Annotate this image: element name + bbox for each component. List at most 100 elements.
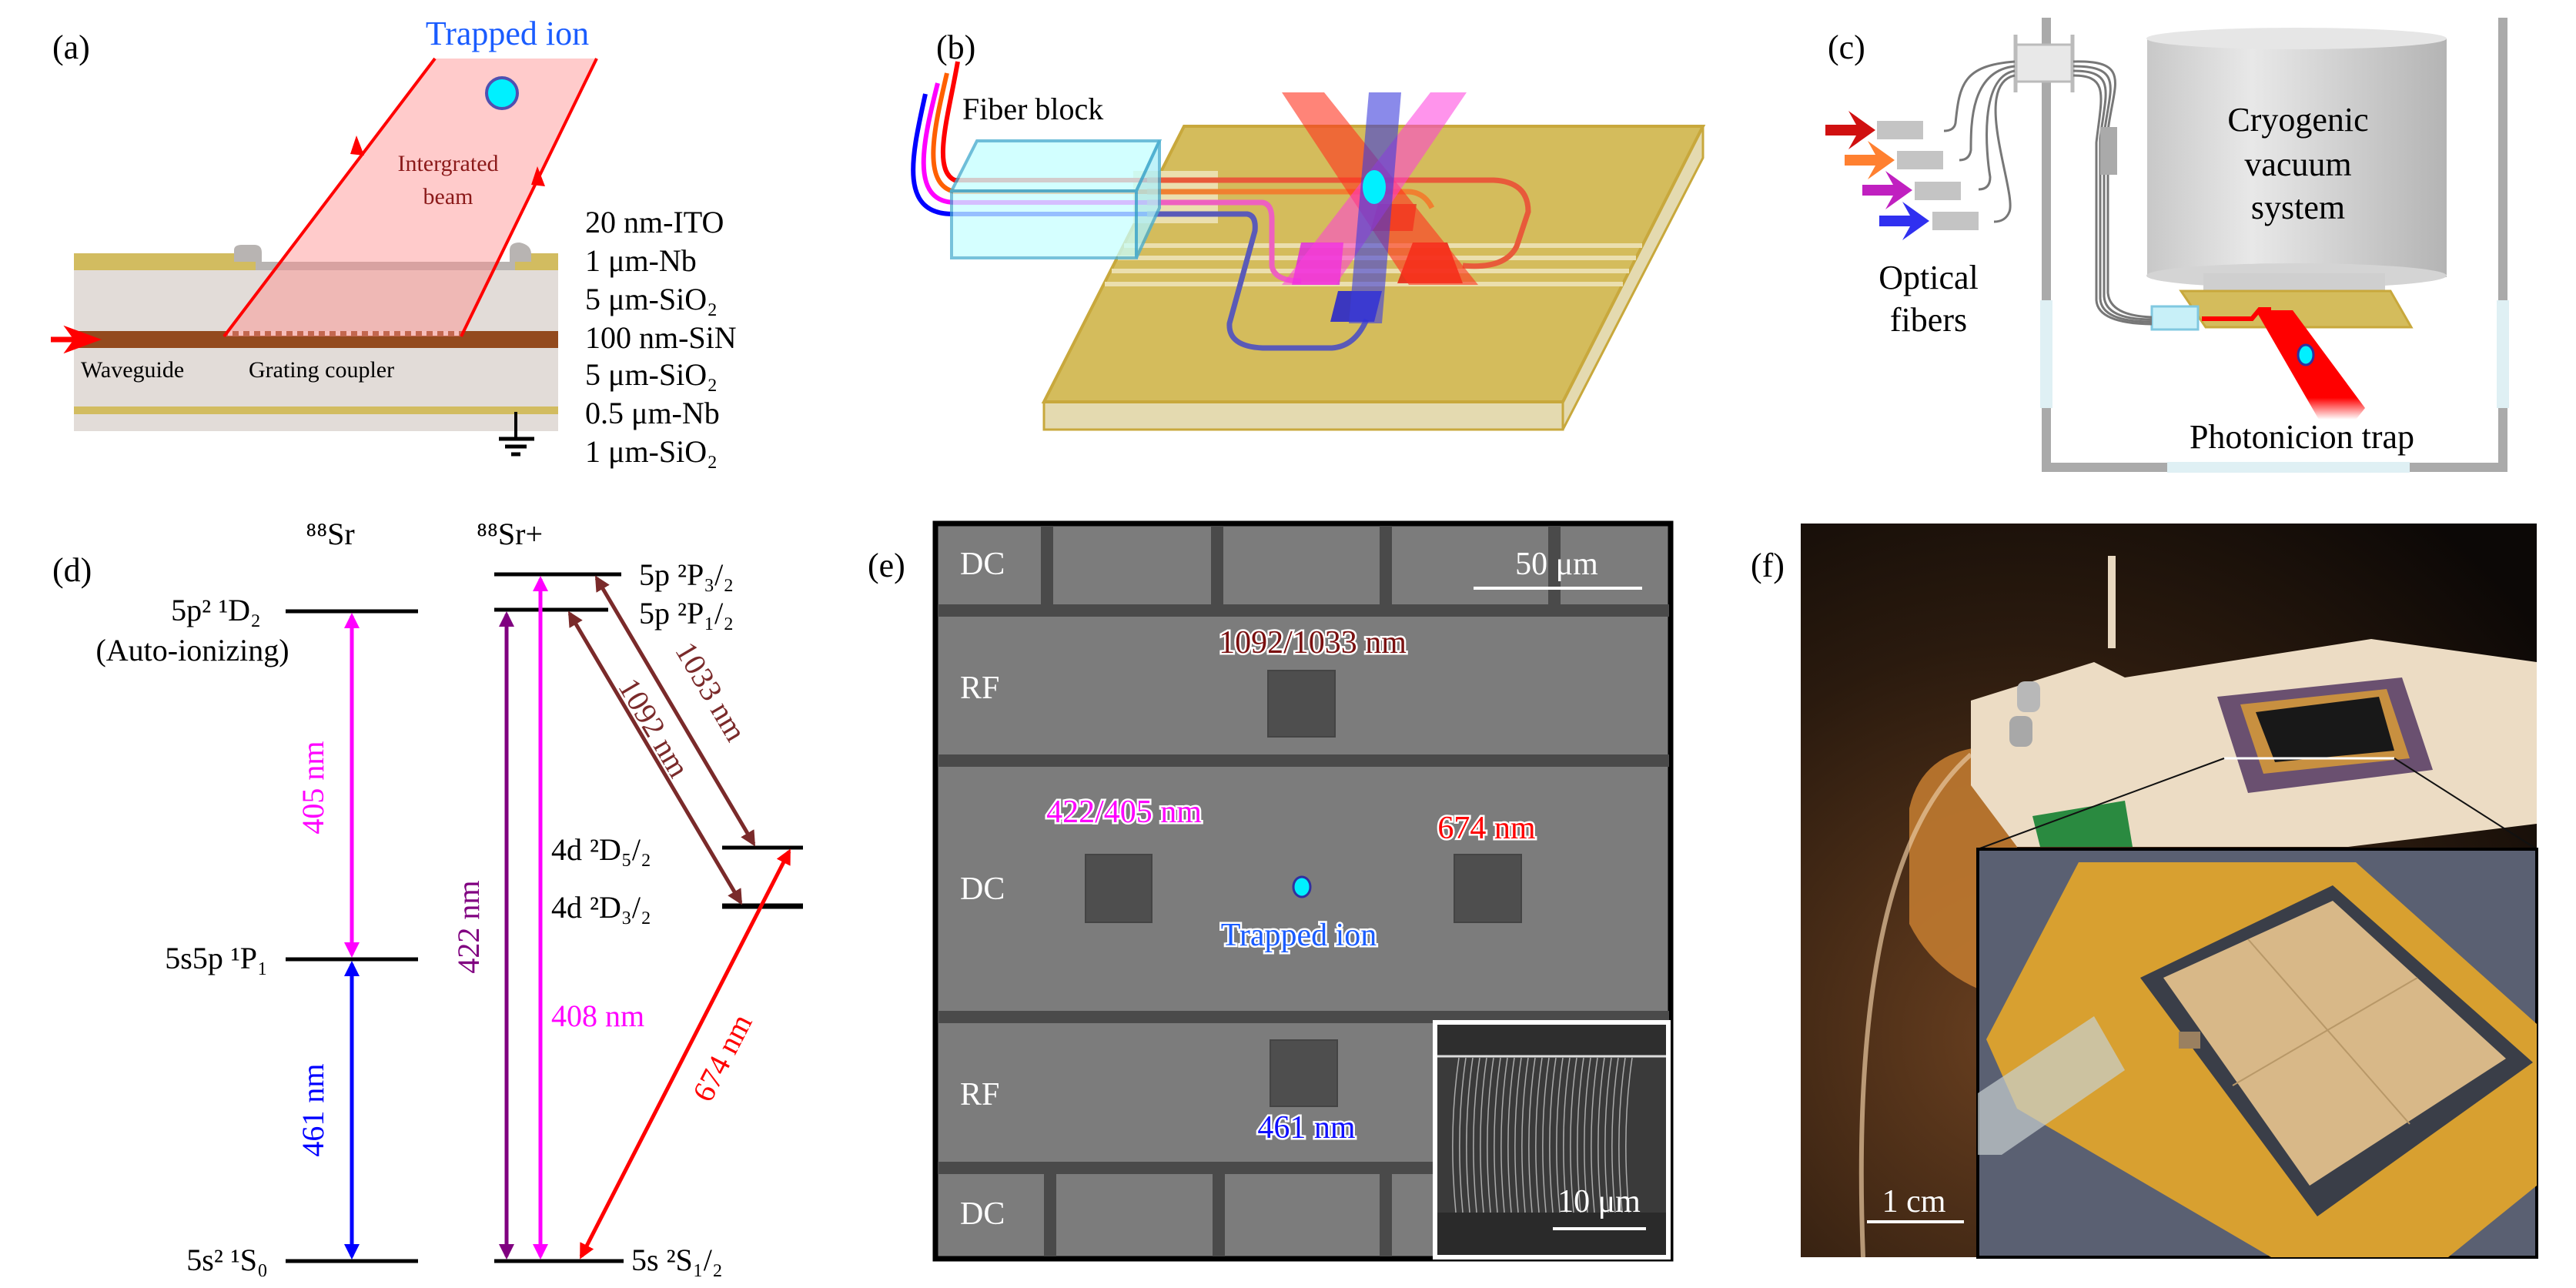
label-461: 461 nm	[296, 1063, 330, 1156]
grating-tooth	[293, 331, 297, 336]
cryogenic-chamber	[2146, 28, 2447, 290]
level-5p2-1d2: 5p² ¹D₂	[171, 593, 261, 627]
level-5p-2p32: 5p ²P₃/₂	[639, 557, 734, 592]
panel-label: (e)	[868, 547, 905, 584]
ito-layer	[234, 243, 531, 270]
grating-windows	[1085, 670, 1522, 1107]
srplus-title: ⁸⁸Sr+	[477, 517, 543, 551]
inset-scale-label: 10 μm	[1557, 1184, 1641, 1219]
fiber-block-icon	[2150, 305, 2200, 331]
nb-electrode-left	[74, 253, 256, 270]
beam-label-674: 674 nm	[1437, 811, 1536, 846]
grating-line	[1570, 1057, 1577, 1213]
panel-label: (c)	[1828, 28, 1865, 66]
grating-tooth	[336, 331, 340, 336]
grating-tooth	[400, 331, 405, 336]
grating-tooth	[239, 331, 243, 336]
trapped-ion-icon	[2297, 343, 2315, 366]
electrode-label: RF	[960, 671, 999, 706]
grating-label: Grating coupler	[249, 357, 394, 383]
level-5s-2s12: 5s ²S₁/₂	[631, 1243, 723, 1277]
chamber-label-line3: system	[2251, 189, 2345, 226]
fiber-bundle	[1943, 60, 2153, 326]
label-674: 674 nm	[685, 1009, 758, 1107]
layer-label: 5 μm-SiO₂	[585, 357, 718, 392]
grating-tooth	[271, 331, 276, 336]
fiber-block-label: Fiber block	[962, 92, 1103, 126]
scale-bar-label: 1 cm	[1882, 1184, 1946, 1219]
chamber-label-line1: Cryogenic	[2227, 101, 2368, 139]
grating-teeth	[228, 331, 459, 336]
beam-label-line2: beam	[423, 184, 473, 209]
scale-bar-label: 50 μm	[1515, 547, 1598, 582]
grating-line	[1528, 1057, 1536, 1213]
level-5s5p-1p1: 5s5p ¹P₁	[165, 941, 268, 975]
chamber-label-line2: vacuum	[2244, 146, 2351, 183]
level-4d-2d52: 4d ²D₅/₂	[551, 832, 651, 867]
electrode-label: DC	[960, 871, 1005, 907]
label-408: 408 nm	[551, 999, 644, 1033]
grating-line	[1507, 1057, 1515, 1213]
grating-line	[1597, 1057, 1605, 1213]
auto-ionizing-note: (Auto-ionizing)	[95, 633, 289, 667]
grating-tooth	[390, 331, 394, 336]
panel-e: (e) DC RF DC RF DC 50 μm 1092/1033 nm 42…	[868, 520, 1674, 1262]
chip-front	[1042, 400, 1564, 431]
chip-closeup-inset	[1976, 848, 2538, 1259]
level-5s2-1s0: 5s² ¹S₀	[186, 1243, 268, 1277]
grating-line	[1473, 1057, 1480, 1213]
grating-line	[1514, 1057, 1522, 1213]
laser-input-arrows	[1825, 111, 1929, 240]
cryostat-outline	[2040, 18, 2509, 473]
transition-1033-arrow	[594, 575, 756, 847]
beam-label-461: 461 nm	[1257, 1110, 1356, 1146]
trapped-ion-icon	[485, 76, 519, 110]
grating-tooth	[346, 331, 351, 336]
photonic-trap-label: Photonicion trap	[2190, 418, 2414, 456]
panel-label: (b)	[936, 28, 975, 66]
grating-tooth	[249, 331, 254, 336]
layer-label: 100 nm-SiN	[585, 320, 737, 355]
grating-line	[1487, 1057, 1494, 1213]
beam-edge-right	[460, 58, 598, 337]
electrode-label: RF	[960, 1077, 999, 1112]
trapped-ion-label: Trapped ion	[1221, 918, 1377, 953]
chip-waveguide	[2202, 307, 2271, 321]
grating-line	[1500, 1057, 1508, 1213]
panel-a: (a) Trapped ion Intergrated beam Wavegui…	[51, 15, 737, 469]
layer-label: 1 μm-Nb	[585, 243, 697, 278]
grating-tooth	[379, 331, 383, 336]
grating-tooth	[411, 331, 416, 336]
grating-line	[1618, 1057, 1626, 1213]
grating-line	[1625, 1057, 1633, 1213]
grating-tooth	[228, 331, 233, 336]
trapped-ion-label: Trapped ion	[426, 15, 589, 52]
layer-label: 5 μm-SiO₂	[585, 282, 718, 316]
sr-title: ⁸⁸Sr	[306, 517, 354, 551]
level-5p-2p12: 5p ²P₁/₂	[639, 596, 734, 631]
grating-line	[1494, 1057, 1501, 1213]
sem-inset: 10 μm	[1433, 1020, 1671, 1260]
grating-tooth	[443, 331, 448, 336]
sio2-layers	[74, 270, 558, 431]
grating-tooth	[357, 331, 362, 336]
grating-tooth	[325, 331, 330, 336]
trapped-ion-icon	[1292, 875, 1312, 898]
panel-c: (c) Cryogenic vacuum system	[1825, 18, 2509, 473]
grating-line	[1459, 1057, 1467, 1213]
ground-icon	[499, 412, 534, 457]
grating-tooth	[454, 331, 459, 336]
red-beam	[2256, 310, 2365, 420]
red-arrow-icon	[1825, 111, 1875, 149]
grating-line	[1452, 1057, 1460, 1213]
integrated-beam	[224, 59, 597, 336]
grating-tooth	[282, 331, 286, 336]
grating-line	[1535, 1057, 1543, 1213]
panel-label: (a)	[52, 28, 90, 66]
blue-beam	[1349, 92, 1401, 323]
waveguide-label: Waveguide	[81, 357, 184, 383]
panel-label: (d)	[52, 551, 92, 589]
grating-tooth	[260, 331, 265, 336]
optical-fibers	[911, 61, 1147, 217]
